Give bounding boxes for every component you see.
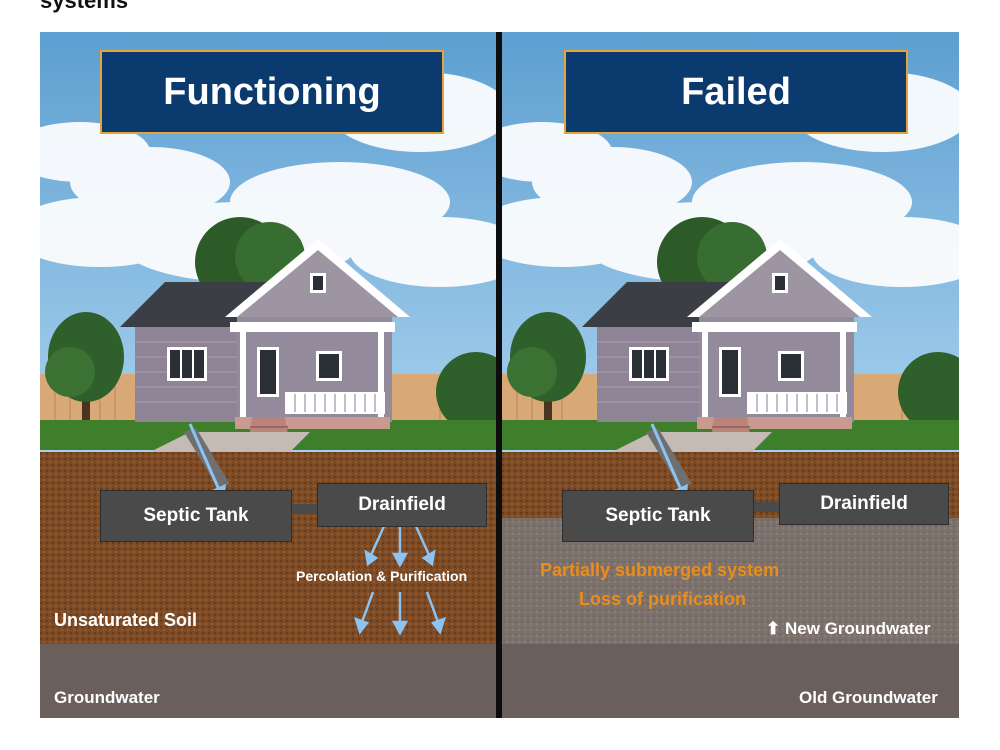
drainfield-box: Drainfield (317, 483, 487, 527)
panel-divider (496, 32, 502, 718)
functioning-panel: Functioning Septic Tank Drainfield Perco… (40, 32, 496, 718)
tree-right (898, 352, 959, 442)
failed-panel: Failed Septic Tank Drainfield Partially … (502, 32, 959, 718)
house (582, 239, 872, 447)
new-groundwater-label: ⬆ New Groundwater (766, 619, 930, 639)
connecting-pipe (290, 504, 320, 514)
failed-scene (502, 32, 959, 718)
connecting-pipe (752, 502, 782, 512)
percolation-arrows (354, 523, 446, 636)
tree-left (507, 312, 586, 432)
inflow-arrow (650, 423, 684, 493)
percolation-label: Percolation & Purification (296, 568, 468, 584)
septic-tank-box: Septic Tank (562, 490, 754, 542)
inlet-pipe (184, 428, 230, 488)
functioning-title: Functioning (100, 50, 444, 134)
inflow-arrow (188, 423, 222, 493)
septic-tank-box: Septic Tank (100, 490, 292, 542)
page-heading: systems (40, 0, 129, 13)
unsaturated-soil-label: Unsaturated Soil (54, 610, 198, 630)
warning-submerged: Partially submerged system (540, 560, 780, 580)
tree-left (45, 312, 124, 432)
old-groundwater-label: Old Groundwater (799, 688, 938, 707)
drainfield-box: Drainfield (779, 483, 949, 525)
house (120, 239, 410, 447)
up-arrow-icon: ⬆ (766, 619, 781, 638)
tree-right (436, 352, 496, 442)
new-groundwater-text: New Groundwater (784, 619, 931, 638)
warning-loss-of-purification: Loss of purification (579, 589, 747, 609)
old-groundwater-layer (502, 644, 959, 718)
inlet-pipe (646, 428, 692, 488)
groundwater-label: Groundwater (54, 688, 160, 707)
groundwater-layer (40, 644, 496, 718)
failed-title: Failed (564, 50, 908, 134)
